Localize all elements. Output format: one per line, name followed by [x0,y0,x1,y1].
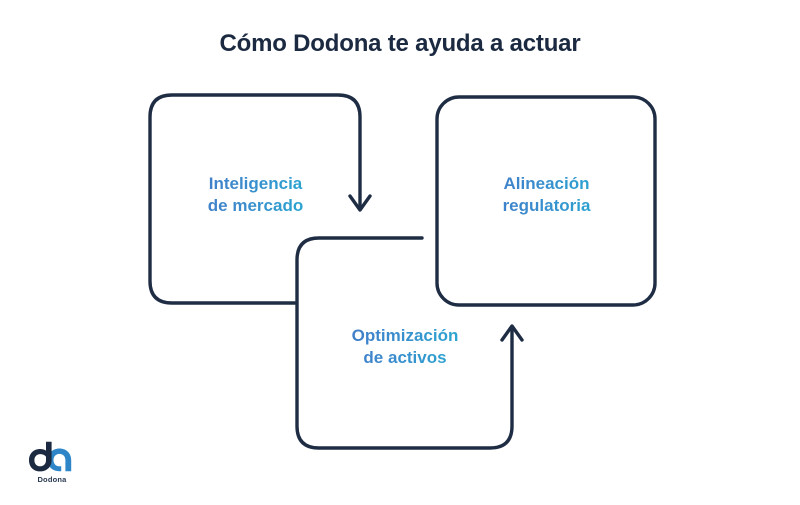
dodona-logo-icon [29,441,72,472]
brand-wordmark: Dodona [37,475,67,484]
node-box-market-intelligence[interactable] [148,93,362,305]
brand-logo: Dodona [24,441,80,491]
node-box-regulatory-alignment[interactable] [435,95,657,307]
node-box-asset-optimization[interactable] [295,236,514,450]
page-title: Cómo Dodona te ayuda a actuar [219,30,581,57]
arrowhead-down-icon [348,194,372,212]
arrowhead-up-icon [500,324,524,342]
